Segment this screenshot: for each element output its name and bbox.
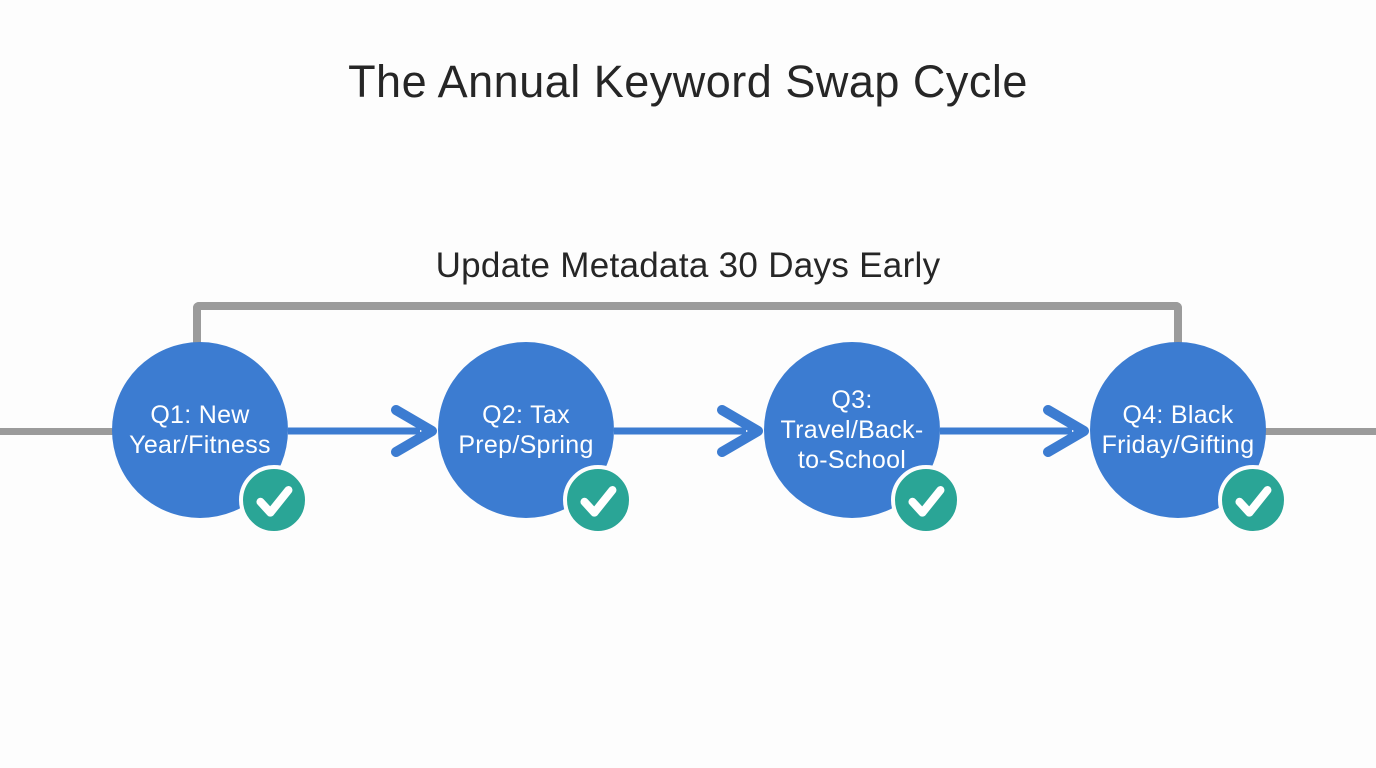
node-q2-line2: Prep/Spring [458,431,594,459]
completed-badge-q4 [1218,465,1288,535]
checkmark-icon [1235,486,1272,517]
node-q3-line1: Q3: [831,386,873,414]
checkmark-icon [256,486,293,517]
arrow-right-icon-q2-q3 [614,405,763,457]
timeline-line-left [0,428,135,435]
diagram-title: The Annual Keyword Swap Cycle [348,56,1028,107]
timeline-line-right [1242,428,1376,435]
node-q1-line2: Year/Fitness [129,431,271,459]
checkmark-icon [580,486,617,517]
node-q2-line1: Q2: Tax [482,401,570,429]
node-q1-line1: Q1: New [150,401,250,429]
completed-badge-q1 [239,465,309,535]
arrow-right-icon-q1-q2 [288,405,437,457]
node-q4-line1: Q4: Black [1122,401,1234,429]
node-q4-line2: Friday/Gifting [1101,431,1255,459]
node-q1-label: Q1: New Year/Fitness [129,400,271,460]
checkmark-icon [908,486,945,517]
completed-badge-q2 [563,465,633,535]
metadata-bracket-line [193,302,1182,353]
node-q4-label: Q4: Black Friday/Gifting [1102,400,1255,460]
completed-badge-q3 [891,465,961,535]
node-q3-label: Q3: Travel/Back- to-School [781,385,924,475]
node-q3-line2: Travel/Back- [780,416,924,444]
arrow-right-icon-q3-q4 [940,405,1089,457]
node-q3-line3: to-School [797,446,907,474]
node-q2-label: Q2: Tax Prep/Spring [458,400,593,460]
bracket-label: Update Metadata 30 Days Early [435,246,941,285]
